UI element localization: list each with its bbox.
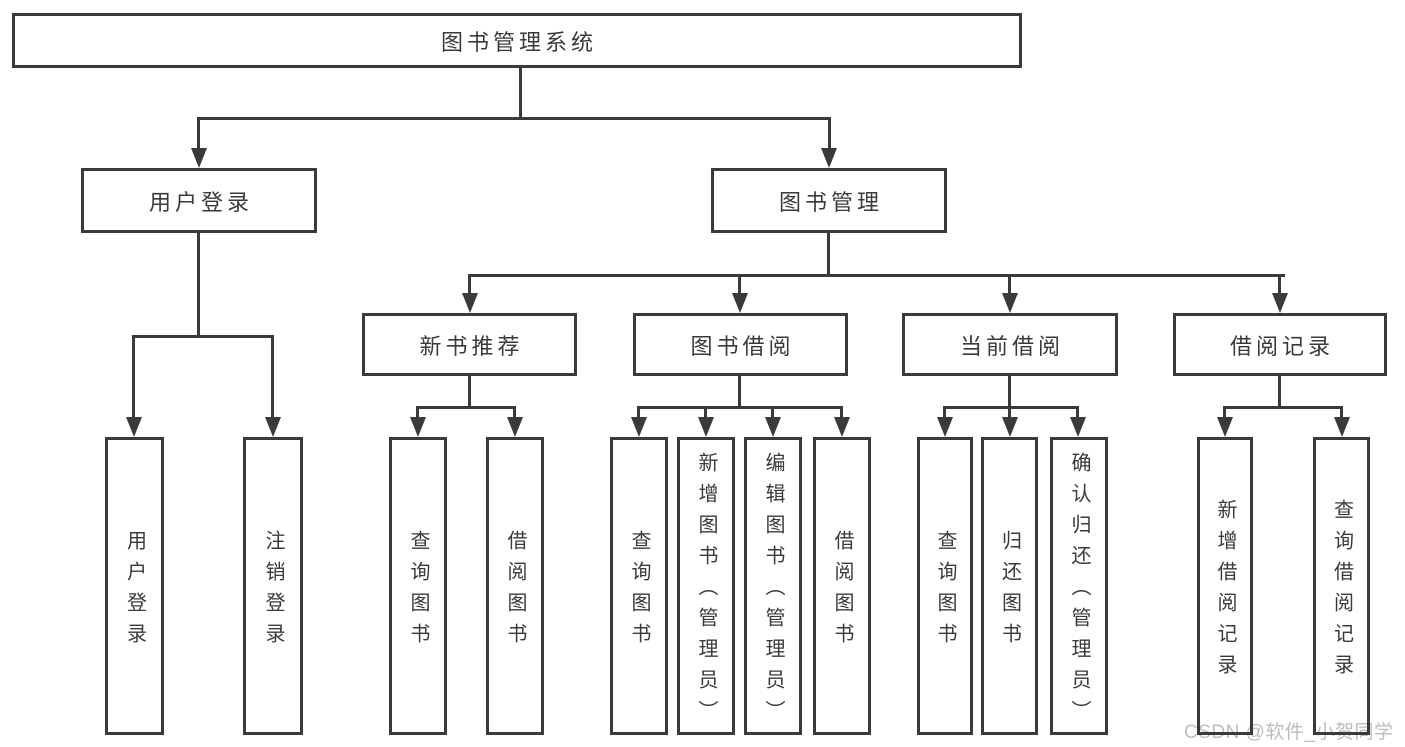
connector-line	[943, 406, 1079, 409]
connector-line	[416, 406, 419, 419]
connector-line	[519, 68, 522, 120]
arrow-down-icon	[1002, 293, 1018, 313]
arrow-down-icon	[1070, 417, 1086, 437]
connector-line	[197, 117, 200, 150]
leaf-label: 新增图书（管理员）	[695, 452, 717, 731]
arrow-down-icon	[937, 417, 953, 437]
connector-line	[943, 406, 946, 419]
leaf-query-borrow-record: 查询借阅记录	[1313, 437, 1370, 735]
leaf-borrow-book: 借阅图书	[813, 437, 871, 735]
leaf-label: 借阅图书	[831, 529, 853, 654]
node-label: 图书借阅	[690, 333, 795, 359]
connector-line	[271, 335, 274, 419]
node-current-borrow: 当前借阅	[902, 313, 1118, 376]
leaf-borrow-book: 借阅图书	[486, 437, 544, 735]
leaf-user-login: 用户登录	[105, 437, 164, 735]
connector-line	[840, 406, 843, 419]
leaf-add-book-admin: 新增图书（管理员）	[677, 437, 735, 735]
leaf-label: 借阅图书	[504, 529, 526, 654]
arrow-down-icon	[821, 148, 837, 168]
connector-line	[468, 376, 471, 409]
connector-line	[1278, 274, 1281, 295]
leaf-label: 用户登录	[123, 529, 146, 654]
leaf-return-book: 归还图书	[981, 437, 1038, 735]
node-label: 用户登录	[148, 189, 253, 215]
connector-line	[1223, 406, 1226, 419]
connector-line	[827, 233, 830, 277]
csdn-watermark: CSDN @软件_小贺同学	[1184, 722, 1394, 743]
connector-line	[1223, 406, 1343, 409]
connector-line	[704, 406, 707, 419]
connector-line	[468, 274, 471, 295]
leaf-query-book: 查询图书	[917, 437, 973, 735]
arrow-down-icon	[1002, 417, 1018, 437]
arrow-down-icon	[631, 417, 647, 437]
connector-line	[197, 117, 831, 120]
arrow-down-icon	[507, 417, 523, 437]
arrow-down-icon	[462, 293, 478, 313]
leaf-label: 归还图书	[998, 529, 1021, 654]
connector-line	[637, 406, 640, 419]
node-user-login: 用户登录	[81, 168, 317, 233]
connector-line	[513, 406, 516, 419]
arrow-down-icon	[265, 417, 281, 437]
connector-line	[1008, 406, 1011, 419]
leaf-confirm-return-admin: 确认归还（管理员）	[1050, 437, 1108, 735]
leaf-label: 查询借阅记录	[1330, 498, 1353, 685]
node-label: 图书管理	[778, 189, 883, 215]
arrow-down-icon	[1272, 293, 1288, 313]
node-book-management: 图书管理	[711, 168, 947, 233]
leaf-label: 查询图书	[934, 529, 956, 654]
node-label: 借阅记录	[1229, 333, 1334, 359]
connector-line	[132, 335, 135, 419]
node-label: 新书推荐	[419, 333, 524, 359]
arrow-down-icon	[1217, 417, 1233, 437]
arrow-down-icon	[1334, 417, 1350, 437]
leaf-add-borrow-record: 新增借阅记录	[1197, 437, 1253, 735]
connector-line	[738, 376, 741, 409]
node-book-borrow: 图书借阅	[633, 313, 848, 376]
connector-line	[468, 274, 1285, 277]
connector-line	[828, 117, 831, 150]
node-label: 图书管理系统	[440, 29, 597, 55]
arrow-down-icon	[191, 148, 207, 168]
arrow-down-icon	[410, 417, 426, 437]
connector-line	[1278, 376, 1281, 409]
connector-line	[1008, 376, 1011, 409]
node-library-management-system: 图书管理系统	[12, 13, 1022, 68]
node-label: 当前借阅	[959, 333, 1064, 359]
leaf-label: 查询图书	[628, 529, 650, 654]
leaf-label: 查询图书	[407, 529, 429, 654]
arrow-down-icon	[732, 293, 748, 313]
leaf-label: 编辑图书（管理员）	[762, 452, 784, 731]
connector-line	[771, 406, 774, 419]
connector-line	[416, 406, 516, 409]
arrow-down-icon	[126, 417, 142, 437]
connector-line	[1340, 406, 1343, 419]
node-borrow-records: 借阅记录	[1173, 313, 1387, 376]
connector-line	[637, 406, 842, 409]
connector-line	[197, 233, 200, 337]
leaf-label: 新增借阅记录	[1214, 498, 1236, 685]
node-new-book-recommend: 新书推荐	[362, 313, 577, 376]
leaf-edit-book-admin: 编辑图书（管理员）	[744, 437, 802, 735]
leaf-query-book: 查询图书	[610, 437, 668, 735]
connector-line	[738, 274, 741, 295]
leaf-logout: 注销登录	[243, 437, 303, 735]
leaf-query-book: 查询图书	[389, 437, 447, 735]
connector-line	[132, 335, 274, 338]
leaf-label: 确认归还（管理员）	[1068, 452, 1090, 731]
leaf-label: 注销登录	[262, 529, 284, 654]
connector-line	[1008, 274, 1011, 295]
connector-line	[1076, 406, 1079, 419]
arrow-down-icon	[834, 417, 850, 437]
arrow-down-icon	[698, 417, 714, 437]
arrow-down-icon	[765, 417, 781, 437]
